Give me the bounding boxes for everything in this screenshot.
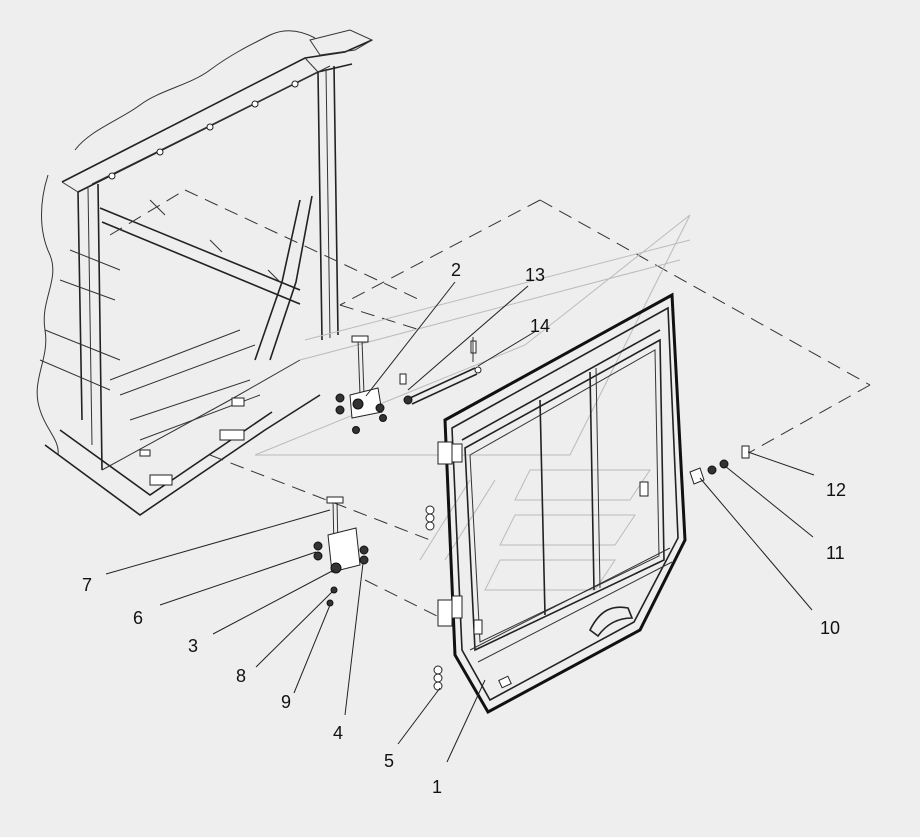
cab-door [437, 292, 687, 715]
callout-14: 14 [530, 316, 550, 336]
callout-13: 13 [525, 265, 545, 285]
gas-strut [399, 337, 482, 405]
callout-11: 11 [826, 543, 845, 563]
callout-10: 10 [820, 618, 840, 638]
callout-8: 8 [236, 666, 246, 686]
callout-5: 5 [384, 751, 394, 771]
background-ghost-graphic [254, 214, 691, 591]
assembly-guide-lines [109, 189, 871, 621]
upper-hinge-hardware [335, 335, 387, 434]
callout-4: 4 [333, 723, 343, 743]
callout-6: 6 [133, 608, 143, 628]
callout-1: 1 [432, 777, 442, 797]
cab-frame [36, 29, 374, 516]
lower-hinge-hardware [313, 496, 369, 607]
callout-2: 2 [451, 260, 461, 280]
callout-12: 12 [826, 480, 846, 500]
callout-7: 7 [82, 575, 92, 595]
leader-lines [105, 281, 815, 763]
callout-3: 3 [188, 636, 198, 656]
callout-9: 9 [281, 692, 291, 712]
callout-labels: 1 2 3 4 5 6 7 8 9 10 11 12 13 14 [82, 260, 846, 797]
fastener-stacks [425, 445, 750, 691]
